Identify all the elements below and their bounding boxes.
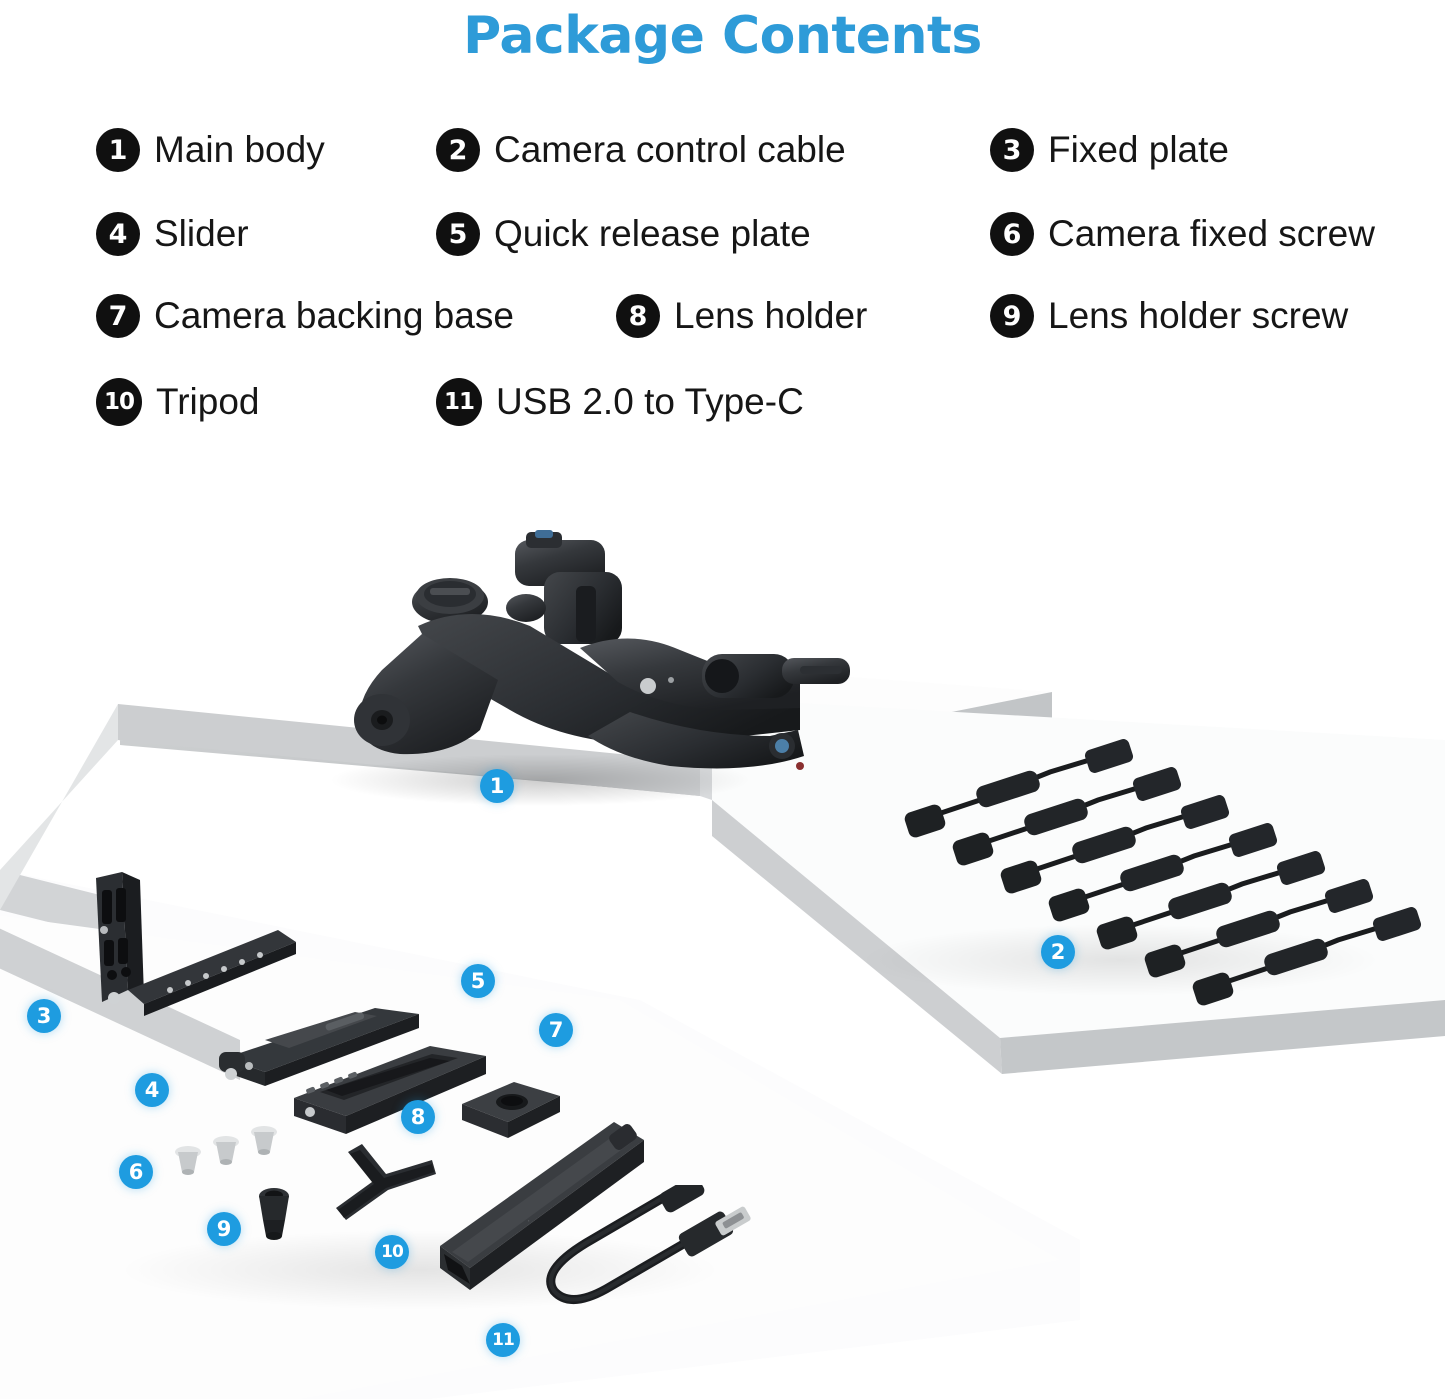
legend-badge-3: 3	[990, 128, 1034, 172]
lens-holder-screw-illustration	[259, 1188, 289, 1240]
legend-item-fixed-plate: 3 Fixed plate	[990, 128, 1229, 172]
part-tripod: .	[418, 1116, 668, 1306]
quick-release-plate-illustration	[294, 1046, 486, 1134]
callout-lens-holder-screw: 9	[207, 1212, 241, 1246]
legend-label-7: Camera backing base	[154, 295, 514, 336]
legend-label-4: Slider	[154, 213, 249, 254]
legend-item-camera-control-cable: 2 Camera control cable	[436, 128, 846, 172]
callout-fixed-plate: 3	[27, 999, 61, 1033]
legend-badge-4: 4	[96, 212, 140, 256]
lens-holder-illustration	[336, 1144, 436, 1220]
callout-tripod: 10	[375, 1235, 409, 1269]
page-title: Package Contents	[463, 6, 982, 66]
legend-item-usb-2-0-to-type-c: 11 USB 2.0 to Type-C	[436, 378, 804, 426]
parts-legend: 1 Main body 2 Camera control cable 3 Fixed pl…	[0, 128, 1445, 448]
callout-main-body: 1	[480, 769, 514, 803]
part-slider	[205, 996, 435, 1106]
callout-quick-release-plate: 5	[461, 964, 495, 998]
fixed-plate-illustration	[96, 872, 296, 1016]
legend-item-camera-fixed-screw: 6 Camera fixed screw	[990, 212, 1375, 256]
legend-label-2: Camera control cable	[494, 129, 846, 170]
legend-label-3: Fixed plate	[1048, 129, 1229, 170]
callout-lens-holder: 8	[401, 1100, 435, 1134]
legend-badge-9: 9	[990, 294, 1034, 338]
part-quick-release-plate	[280, 1030, 510, 1150]
callout-camera-control-cable: 2	[1041, 935, 1075, 969]
legend-item-lens-holder: 8 Lens holder	[616, 294, 867, 338]
part-main-body	[330, 530, 850, 800]
legend-item-lens-holder-screw: 9 Lens holder screw	[990, 294, 1348, 338]
legend-label-8: Lens holder	[674, 295, 868, 336]
legend-badge-10: 10	[96, 378, 142, 426]
callout-camera-fixed-screw: 6	[119, 1155, 153, 1189]
legend-item-main-body: 1 Main body	[96, 128, 325, 172]
part-usb-cable	[520, 1175, 770, 1325]
legend-label-5: Quick release plate	[494, 213, 811, 254]
legend-label-9: Lens holder screw	[1048, 295, 1349, 336]
svg-text:.: .	[523, 1214, 531, 1224]
product-photo-scene: 1	[0, 440, 1445, 1399]
screws-illustration	[175, 1126, 277, 1175]
part-camera-fixed-screws	[168, 1120, 298, 1190]
part-camera-control-cables	[890, 730, 1445, 1030]
legend-badge-5: 5	[436, 212, 480, 256]
legend-badge-7: 7	[96, 294, 140, 338]
legend-badge-11: 11	[436, 378, 482, 426]
legend-label-1: Main body	[154, 129, 325, 170]
legend-item-camera-backing-base: 7 Camera backing base	[96, 294, 514, 338]
legend-label-11: USB 2.0 to Type-C	[496, 381, 804, 422]
legend-badge-2: 2	[436, 128, 480, 172]
legend-badge-6: 6	[990, 212, 1034, 256]
legend-badge-1: 1	[96, 128, 140, 172]
legend-label-10: Tripod	[156, 381, 260, 422]
legend-item-tripod: 10 Tripod	[96, 378, 260, 426]
camera-backing-base-illustration	[462, 1082, 560, 1138]
legend-item-slider: 4 Slider	[96, 212, 249, 256]
legend-badge-8: 8	[616, 294, 660, 338]
part-camera-backing-base	[452, 1070, 572, 1150]
callout-usb-cable: 11	[486, 1323, 520, 1357]
part-fixed-plate	[78, 870, 308, 1070]
tripod-illustration: .	[440, 1122, 644, 1290]
legend-item-quick-release-plate: 5 Quick release plate	[436, 212, 811, 256]
part-lens-holder-screw	[250, 1180, 310, 1250]
cables-illustration	[904, 739, 1422, 1006]
slider-illustration	[219, 1008, 419, 1086]
callout-camera-backing-base: 7	[539, 1013, 573, 1047]
usb-cable-illustration	[546, 1175, 751, 1304]
main-body-illustration	[354, 530, 850, 770]
part-lens-holder	[310, 1130, 460, 1230]
legend-label-6: Camera fixed screw	[1048, 213, 1375, 254]
callout-slider: 4	[135, 1073, 169, 1107]
